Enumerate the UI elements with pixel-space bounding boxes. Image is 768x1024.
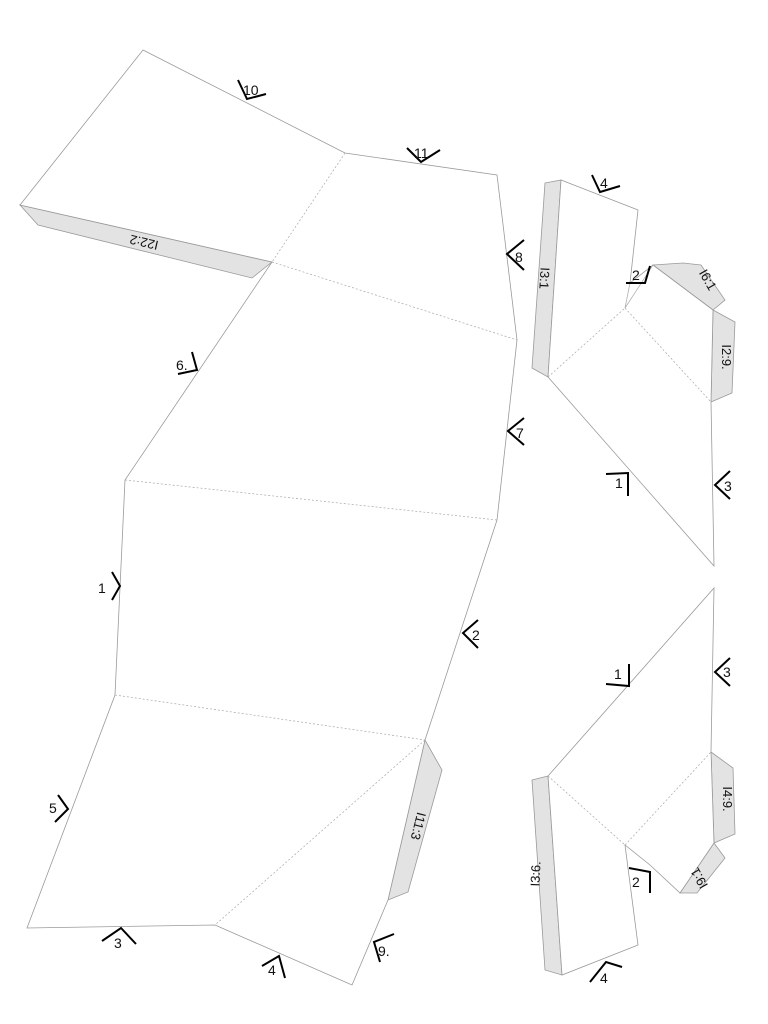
lower-piece-outline — [547, 586, 715, 976]
edge-label: 7 — [516, 425, 524, 441]
edge-marker — [261, 954, 286, 979]
edge-label: 1 — [614, 666, 622, 682]
edge-marker — [461, 619, 479, 649]
edge-marker — [626, 265, 651, 284]
edge-marker — [177, 351, 199, 375]
edge-marker — [591, 174, 621, 194]
edge-marker — [713, 470, 731, 500]
edge-marker — [713, 657, 731, 687]
fold-line — [547, 307, 626, 378]
edge-label: 6. — [176, 357, 188, 373]
tab-label: I3:6. — [528, 861, 544, 887]
edge-label: 4 — [600, 175, 608, 191]
edge-marker — [628, 867, 651, 893]
edge-label: 3 — [723, 664, 731, 680]
edge-label: 4 — [600, 970, 608, 986]
edge-label: 3 — [724, 478, 732, 494]
edge-marker — [589, 960, 623, 983]
cut-edge — [624, 282, 631, 309]
fold-line — [271, 152, 346, 263]
edge-label: 10 — [243, 82, 259, 98]
edge-marker — [505, 239, 525, 271]
fold-line — [624, 751, 712, 846]
tab-label: I2:9. — [719, 344, 734, 369]
fold-line — [214, 739, 426, 926]
edge-label: 3 — [114, 935, 122, 951]
tab-label: I22:2 — [128, 232, 160, 253]
edge-label: 1 — [615, 475, 623, 491]
edge-label: 1 — [98, 580, 106, 596]
edge-label: 11 — [414, 145, 429, 161]
edge-label: 2 — [632, 267, 640, 283]
edge-marker — [237, 79, 267, 101]
fold-line — [114, 694, 426, 741]
tab-label: I4:9. — [720, 786, 735, 811]
upper-piece: 4 2 1 3 I3:1 I6:1 I2:9. — [531, 174, 736, 568]
edge-marker — [101, 926, 137, 945]
fold-line — [271, 261, 518, 341]
fold-line — [547, 775, 626, 846]
lower-piece: 1 3 2 4 I3:6. I4:9. I9:1 — [528, 586, 736, 986]
main-piece-outline — [19, 49, 518, 986]
edge-label: 2 — [472, 627, 480, 643]
edge-label: 5 — [49, 800, 57, 816]
upper-piece-outline — [547, 179, 715, 568]
edge-marker — [54, 794, 70, 823]
edge-label: 8 — [515, 249, 523, 265]
tab-label: I3:1 — [536, 267, 552, 289]
main-piece: 10 11 8 6. 7 1 2 5 3 4 9. I22:2 I11:3 — [18, 49, 525, 986]
edge-marker — [605, 471, 629, 496]
edge-marker — [406, 147, 441, 164]
edge-marker — [605, 664, 630, 688]
edge-label: 9. — [378, 943, 390, 959]
fold-line — [624, 307, 712, 403]
edge-marker — [111, 571, 122, 601]
tab-label: I11:3 — [408, 811, 429, 842]
edge-label: 2 — [632, 874, 640, 890]
edge-label: 4 — [268, 962, 276, 978]
edge-marker — [506, 417, 525, 446]
edge-marker — [372, 933, 395, 963]
